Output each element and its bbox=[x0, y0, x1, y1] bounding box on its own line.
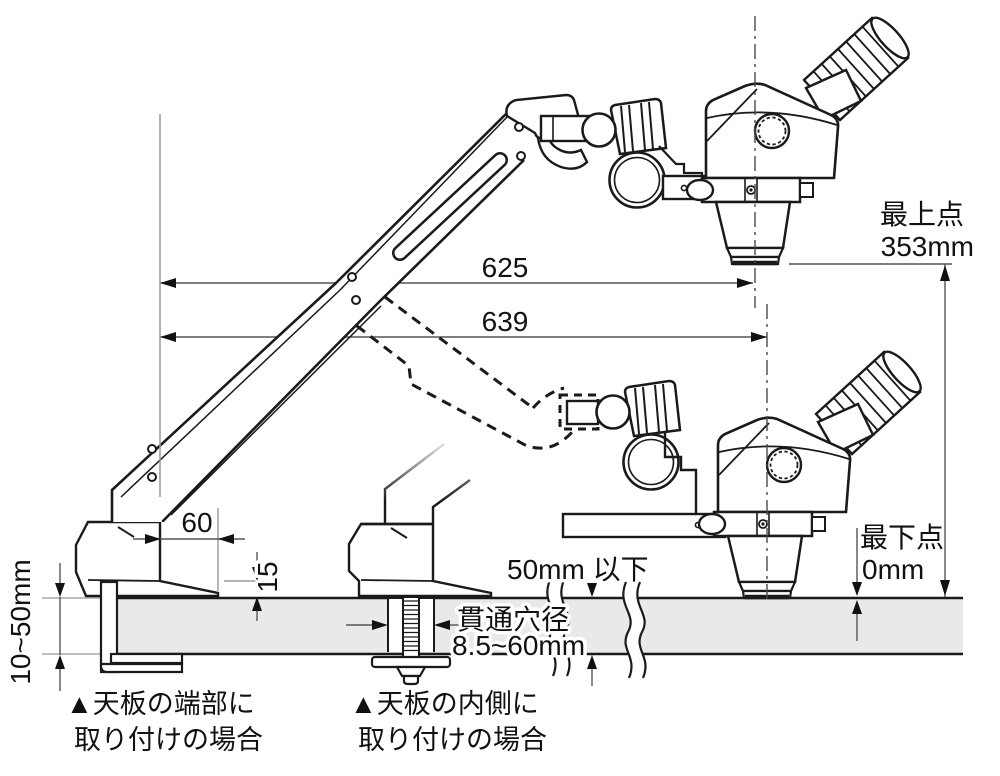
dimension-annotations: 625 639 最上点 353mm 最下点 0mm 50mm 以下 貫通穴径 8… bbox=[5, 114, 974, 691]
caption-inside-mount-line1: ▲天板の内側に bbox=[350, 689, 539, 719]
reach-dimension-lines bbox=[160, 278, 767, 342]
label-lowest-point: 最下点 bbox=[860, 522, 944, 553]
optical-axis-lines bbox=[754, 16, 768, 599]
dim-clamp-foot: 60 bbox=[181, 507, 212, 538]
caption-edge-mount-line1: ▲天板の端部に bbox=[66, 689, 255, 719]
label-through-hole: 貫通穴径 bbox=[457, 604, 569, 635]
value-through-hole: 8.5~60mm bbox=[452, 630, 585, 661]
articulated-arm bbox=[110, 106, 525, 523]
desk-clamp-inside bbox=[347, 436, 493, 686]
label-board-thickness: 50mm 以下 bbox=[507, 554, 649, 585]
caption-inside-mount-line2: 取り付けの場合 bbox=[358, 725, 547, 755]
value-highest-point: 353mm bbox=[881, 231, 974, 262]
value-lowest-point: 0mm bbox=[862, 554, 924, 585]
dim-foot-height: 15 bbox=[252, 561, 283, 592]
dim-grip-range: 10~50mm bbox=[5, 559, 36, 684]
label-highest-point: 最上点 bbox=[880, 199, 964, 230]
arm-lowered-position bbox=[356, 295, 600, 450]
lowered-link-bar bbox=[565, 399, 600, 426]
desk-clamp-edge bbox=[74, 520, 220, 674]
arm-stub-fade bbox=[370, 436, 482, 500]
head-joint-upper bbox=[505, 93, 708, 209]
mount-captions: ▲天板の端部に 取り付けの場合 ▲天板の内側に 取り付けの場合 bbox=[66, 689, 547, 755]
dim-reach-upper: 625 bbox=[482, 252, 529, 283]
dim-reach-lower: 639 bbox=[482, 306, 529, 337]
caption-edge-mount-line2: 取り付けの場合 bbox=[74, 725, 263, 755]
